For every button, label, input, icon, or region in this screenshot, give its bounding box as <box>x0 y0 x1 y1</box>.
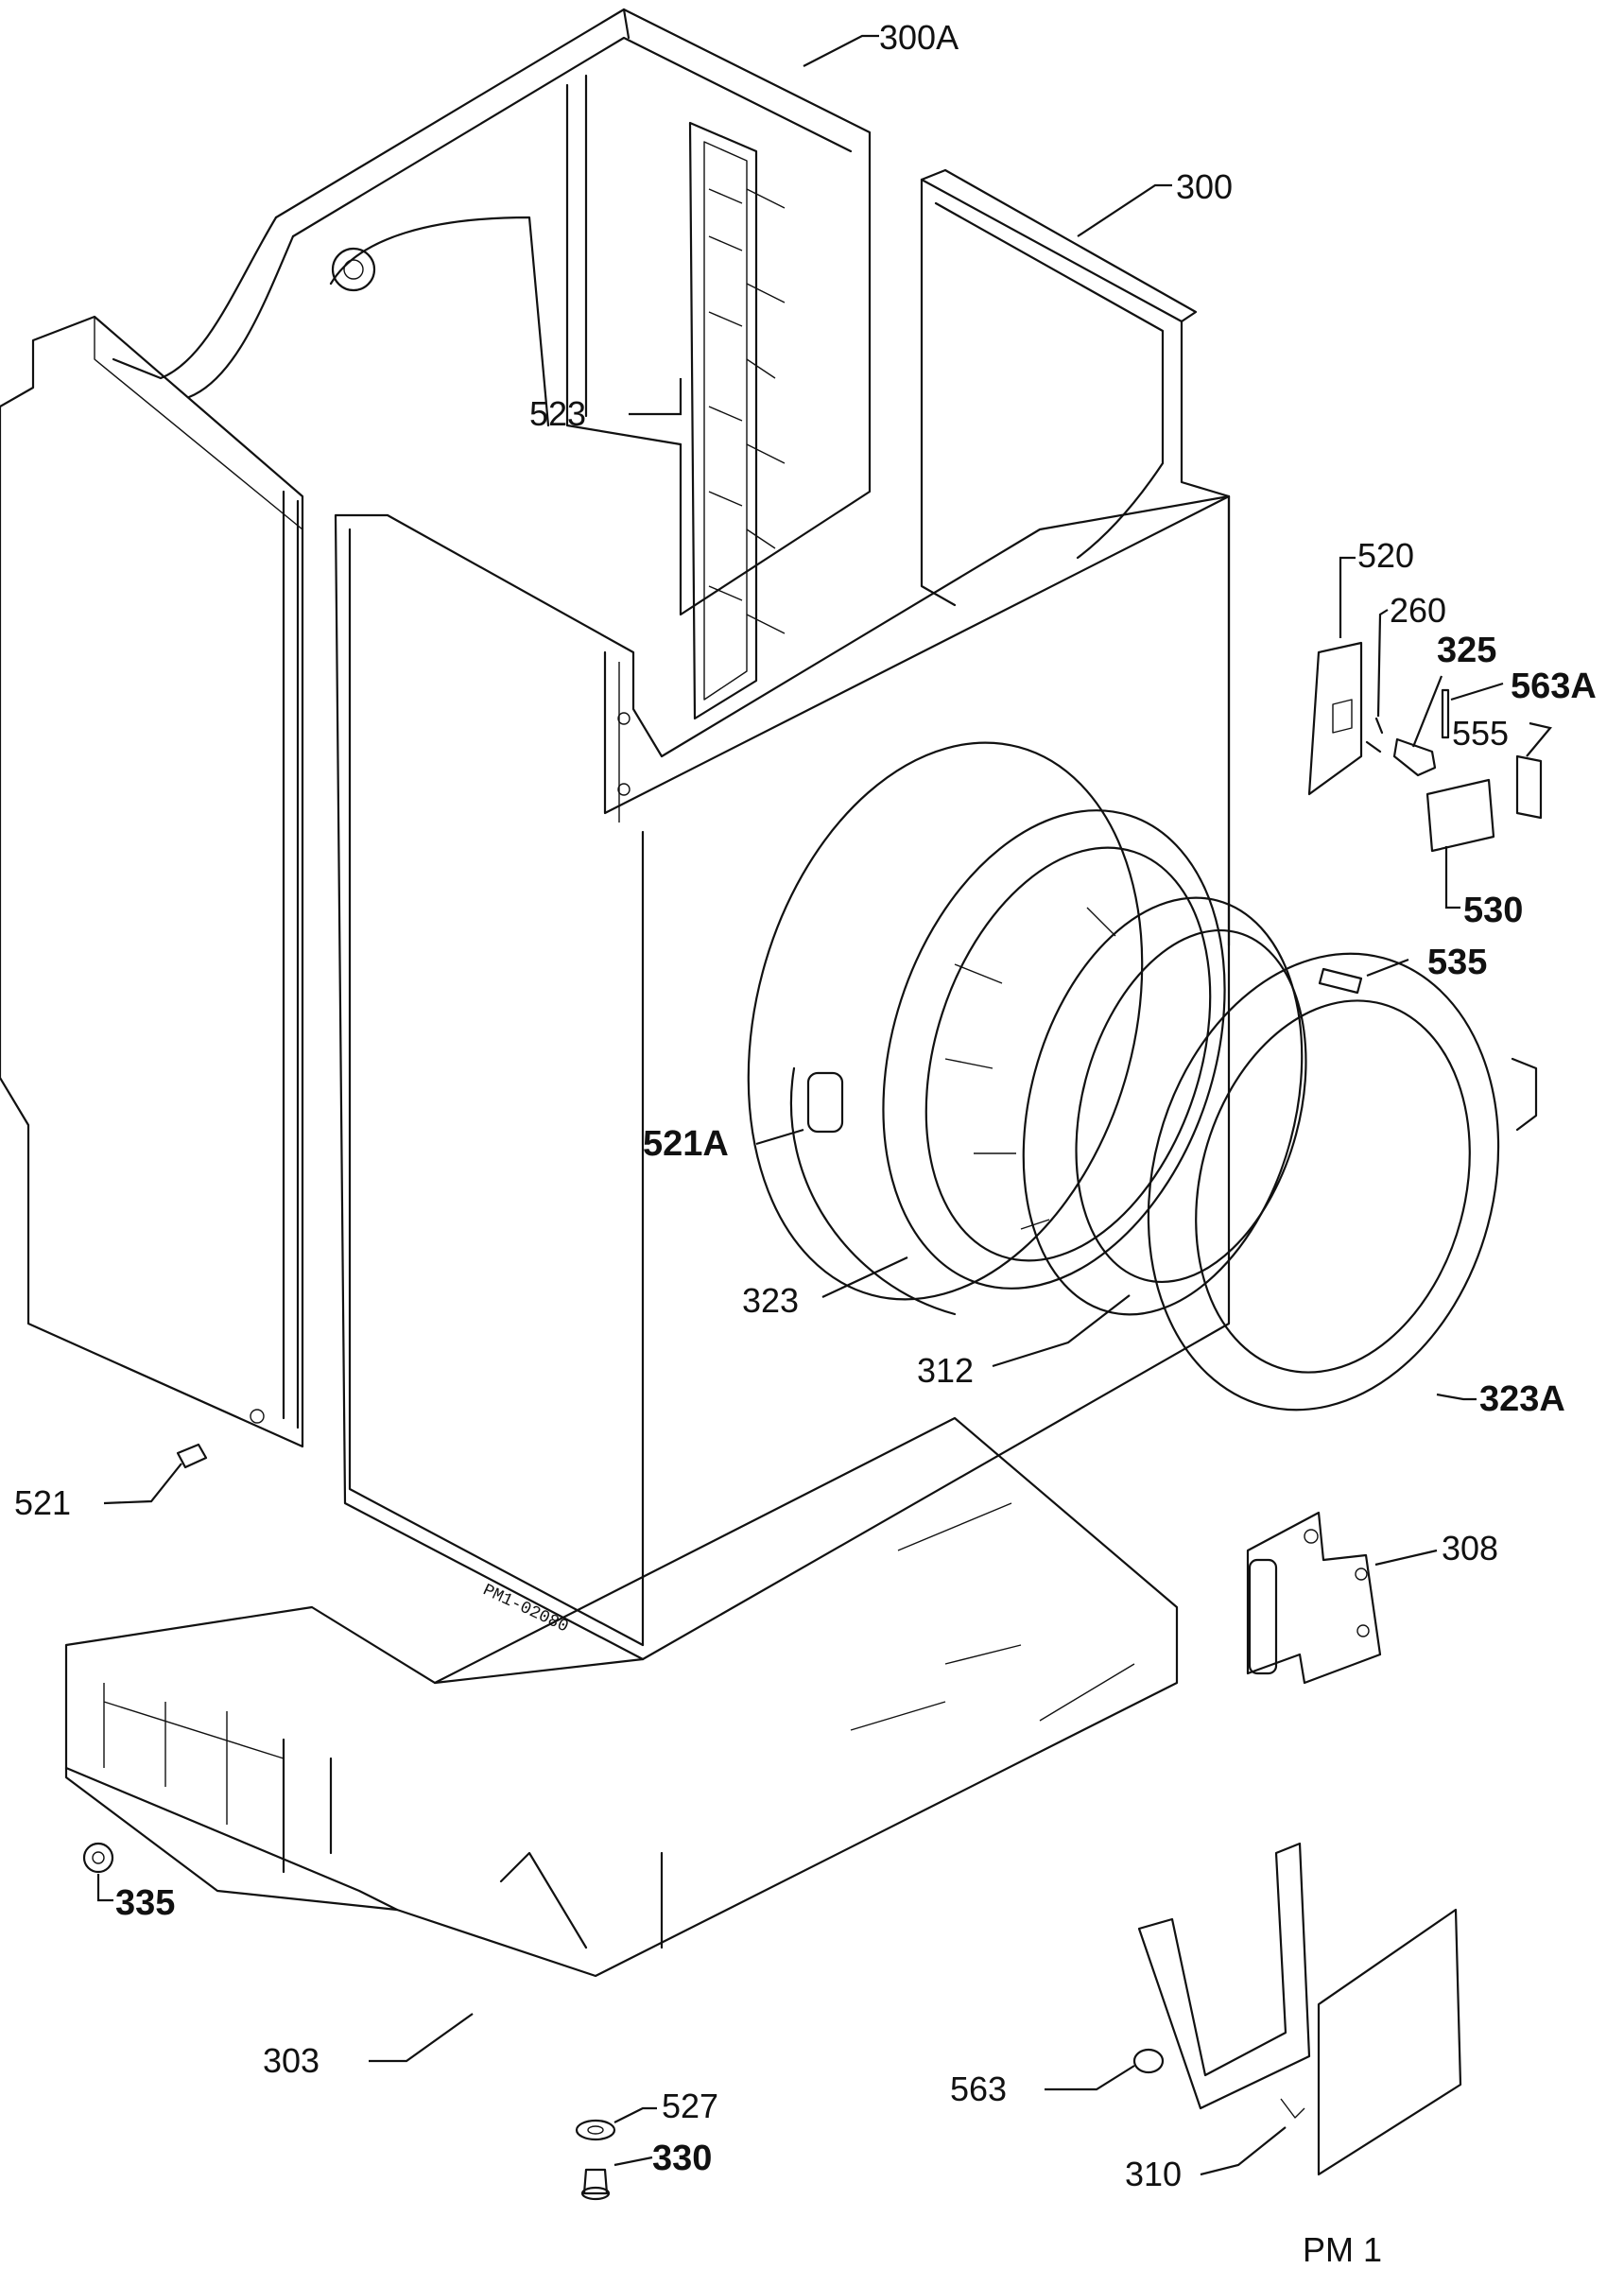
label-300: 300 <box>1176 167 1233 206</box>
label-563a: 563A <box>1511 667 1597 706</box>
label-523: 523 <box>529 394 586 433</box>
door-glass-312 <box>1022 896 1307 1316</box>
part-520-handle <box>1307 641 1363 796</box>
part-555-plate <box>1515 754 1543 820</box>
part-563a-pin <box>1441 688 1450 739</box>
leader-lines <box>96 34 1552 2176</box>
panel-stamp: PM1-02080 <box>479 1581 571 1637</box>
part-530-cover <box>1425 778 1495 853</box>
part-325-lever <box>1392 737 1437 777</box>
label-323a: 323A <box>1479 1379 1565 1419</box>
label-520: 520 <box>1357 536 1414 575</box>
door-hinge-308 <box>1246 1511 1382 1685</box>
label-325: 325 <box>1437 631 1496 670</box>
screw-521 <box>176 1443 208 1469</box>
rear-frame-300a <box>112 8 872 616</box>
label-521a: 521A <box>643 1124 729 1164</box>
label-335: 335 <box>115 1883 175 1923</box>
label-563: 563 <box>950 2070 1007 2108</box>
rear-panel-523 <box>688 121 786 720</box>
label-260: 260 <box>1390 591 1446 630</box>
outer-door-ring-323a <box>1147 952 1538 1412</box>
door-lock-assembly <box>1307 641 1543 853</box>
plinth-bracket-563 <box>1132 1842 1311 2110</box>
drum-opening <box>747 741 1144 1316</box>
label-527: 527 <box>662 2087 718 2125</box>
label-303: 303 <box>263 2041 320 2080</box>
washer-527 <box>575 2119 616 2141</box>
label-312: 312 <box>917 1351 974 1390</box>
front-panel <box>334 494 1231 1661</box>
right-frame-300 <box>920 168 1231 947</box>
label-308: 308 <box>1442 1529 1498 1568</box>
label-310: 310 <box>1125 2155 1182 2193</box>
screw-330 <box>580 2168 611 2201</box>
label-555: 555 <box>1452 714 1509 753</box>
part-labels: 300A 300 523 520 260 325 563A 555 530 53… <box>14 18 1597 2193</box>
label-323: 323 <box>742 1281 799 1320</box>
label-300a: 300A <box>879 18 959 57</box>
label-330: 330 <box>652 2139 712 2178</box>
label-535: 535 <box>1427 943 1487 982</box>
part-260-spring <box>1365 717 1384 753</box>
bushing-335 <box>82 1842 114 1874</box>
hinge-pin-535 <box>1318 967 1363 995</box>
part-521a-clip <box>806 1071 844 1134</box>
inner-door-ring-323 <box>882 809 1226 1290</box>
base-frame-303 <box>64 1416 1179 1978</box>
label-521: 521 <box>14 1483 71 1522</box>
plinth-cover-310 <box>1280 1908 1462 2176</box>
sheet-id: PM 1 <box>1303 2230 1382 2269</box>
left-side-panel <box>0 315 304 1448</box>
label-530: 530 <box>1463 891 1523 930</box>
